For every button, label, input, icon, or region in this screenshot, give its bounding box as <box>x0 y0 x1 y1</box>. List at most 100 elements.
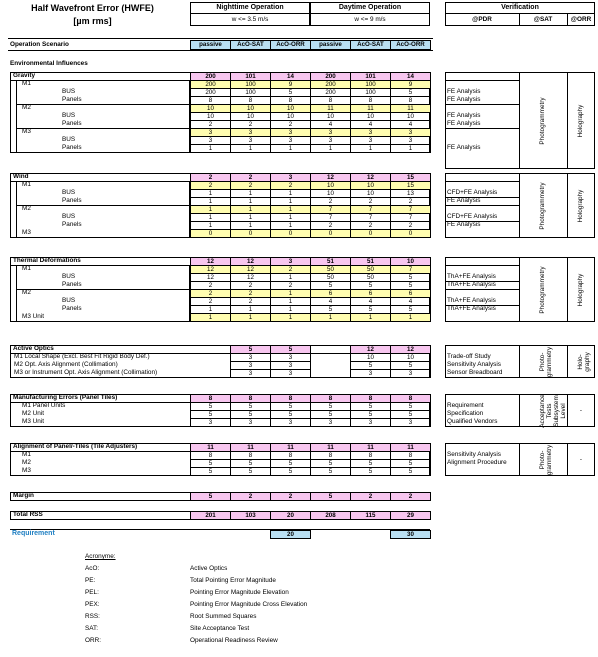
gravity-cell-8-4: 1 <box>350 144 391 153</box>
acronyms-heading: Acronyme: <box>85 553 116 560</box>
manufacturing-cell-2-4: 3 <box>350 418 391 427</box>
acronym-value-3: Pointing Error Magnitude Cross Elevation <box>190 601 308 608</box>
pdr-header: @PDR <box>472 16 492 23</box>
manufacturing-cell-2-5: 3 <box>390 418 431 427</box>
manufacturing-verif-sat: Acceptance Tests Subsystem Level <box>539 393 567 428</box>
thermal-row-label-5: Panels <box>62 305 82 312</box>
gravity-row-label-0: M1 <box>22 80 31 87</box>
margin-cell-3: 5 <box>310 492 351 501</box>
thermal-verif-line-2 <box>567 257 568 322</box>
alignment-row-label-2: M3 <box>22 467 31 474</box>
active_optics-verif-box <box>445 345 595 378</box>
thermal-cell-6-3: 1 <box>310 313 351 322</box>
gravity-verif-pdr-2: FE Analysis <box>447 96 481 103</box>
active_optics-verif-pdr-2: Sensor Breadboard <box>447 369 503 376</box>
margin-cell-0: 5 <box>190 492 231 501</box>
alignment-cell-2-1: 5 <box>230 467 271 476</box>
thermal-cell-6-2: 1 <box>270 313 311 322</box>
thermal-verif-orr: Holography <box>577 273 584 306</box>
verif-col-line-1 <box>519 14 520 26</box>
gravity-cell-8-2: 1 <box>270 144 311 153</box>
wind-label: Wind <box>13 173 29 180</box>
thermal-pdr-line-1 <box>445 281 519 282</box>
wind-verif-orr: Holography <box>577 189 584 222</box>
thermal-row-label-1: BUS <box>62 273 76 280</box>
thermal-verif-pdr-4: ThA+FE Analysis <box>447 297 496 304</box>
wind-pdr-line-3 <box>445 221 519 222</box>
night-wind-condition: w <= 3.5 m/s <box>231 16 269 23</box>
thermal-cell-6-1: 1 <box>230 313 271 322</box>
wind-row-label-4: BUS <box>62 213 76 220</box>
thermal-row-label-3: M2 <box>22 289 31 296</box>
wind-header-rule <box>10 181 430 182</box>
wind-verif-line-1 <box>519 173 520 238</box>
thermal-row-label-4: BUS <box>62 297 76 304</box>
scenario-col-1: AcO-SAT <box>230 40 271 50</box>
alignment-verif-box <box>445 443 595 476</box>
alignment-cell-2-3: 5 <box>310 467 351 476</box>
active_optics-row-label-0: M1 Local Shape (Excl. Best Fit Rigid Bod… <box>14 353 150 360</box>
gravity-subbox-2 <box>16 128 190 153</box>
alignment-verif-line-1 <box>519 443 520 476</box>
thermal-subbox-0 <box>16 265 190 290</box>
active_optics-verif-sat: Photo-grammetry <box>539 346 553 377</box>
requirement-night: 20 <box>270 530 311 539</box>
requirement-label: Requirement <box>12 530 55 537</box>
margin-cell-1: 2 <box>230 492 271 501</box>
acronym-value-4: Root Summed Squares <box>190 613 257 620</box>
margin-cell-2: 2 <box>270 492 311 501</box>
active_optics-row-label-1: M2 Opt. Axis Alignment (Collimation) <box>14 361 118 368</box>
acronym-key-6: ORR: <box>85 637 101 644</box>
scenario-col-2: AcO-ORR <box>270 40 311 50</box>
manufacturing-row-label-1: M2 Unit <box>22 410 45 417</box>
wind-cell-6-4: 0 <box>350 229 391 238</box>
active_optics-label: Active Optics <box>13 345 54 352</box>
active_optics-verif-pdr-1: Sensitivity Analysis <box>447 361 501 368</box>
total-cell-2: 20 <box>270 511 311 520</box>
gravity-pdr-line-1 <box>445 104 519 105</box>
gravity-verif-orr: Holography <box>577 104 584 137</box>
alignment-cell-2-4: 5 <box>350 467 391 476</box>
active_optics-header-rule <box>10 353 430 354</box>
active_optics-verif-line-2 <box>567 345 568 378</box>
manufacturing-verif-pdr-1: Specification <box>447 410 484 417</box>
gravity-verif-line-1 <box>519 72 520 169</box>
gravity-verif-pdr-1: FE Analysis <box>447 88 481 95</box>
manufacturing-verif-box <box>445 394 595 427</box>
scenario-col-5: AcO-ORR <box>390 40 431 50</box>
active_optics-verif-orr: Holo-graphy <box>577 351 591 372</box>
manufacturing-cell-2-2: 3 <box>270 418 311 427</box>
gravity-header-rule <box>10 80 430 81</box>
alignment-verif-sat: Photo-grammetry <box>539 444 553 475</box>
requirement-day: 30 <box>390 530 431 539</box>
wind-cell-6-0: 0 <box>190 229 231 238</box>
night-operation-title: Nighttime Operation <box>216 4 284 11</box>
acronym-value-6: Operational Readiness Review <box>190 637 278 644</box>
wind-subbox-1 <box>16 205 190 238</box>
gravity-verif-line-2 <box>567 72 568 169</box>
gravity-row-label-7: BUS <box>62 136 76 143</box>
gravity-row-label-1: BUS <box>62 88 76 95</box>
alignment-verif-line-2 <box>567 443 568 476</box>
wind-verif-sat: Photogrammetry <box>539 181 546 230</box>
gravity-cell-8-3: 1 <box>310 144 351 153</box>
acronym-key-3: PEX: <box>85 601 100 608</box>
acronym-key-2: PEL: <box>85 589 99 596</box>
gravity-pdr-line-0 <box>445 80 519 81</box>
sat-header: @SAT <box>533 16 553 23</box>
wind-pdr-line-2 <box>445 205 519 206</box>
thermal-label: Thermal Deformations <box>13 257 81 264</box>
header-night-divider <box>190 13 430 14</box>
requirement-top-rule <box>10 529 430 530</box>
day-wind-condition: w <= 9 m/s <box>354 16 386 23</box>
gravity-row-label-2: Panels <box>62 96 82 103</box>
active_optics-verif-line-1 <box>519 345 520 378</box>
wind-verif-line-2 <box>567 173 568 238</box>
gravity-row-label-8: Panels <box>62 144 82 151</box>
manufacturing-label: Manufacturing Errors (Panel Tiles) <box>13 394 118 401</box>
gravity-verif-box <box>445 72 595 169</box>
scenario-bottom-rule <box>8 50 433 51</box>
wind-cell-6-1: 0 <box>230 229 271 238</box>
gravity-verif-pdr-4: FE Analysis <box>447 112 481 119</box>
